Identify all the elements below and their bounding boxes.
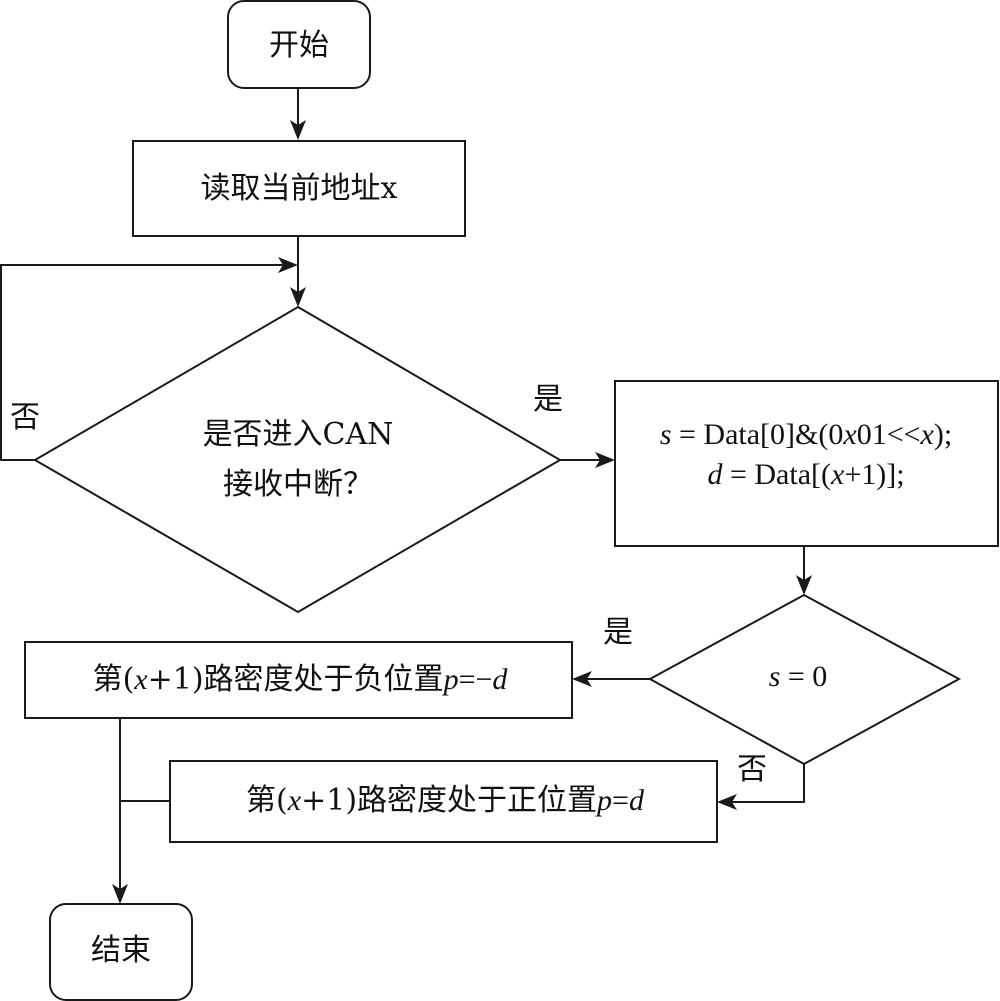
compute-line1: s = Data[0]&(0x01<<x); [659,418,953,451]
edge-label-can-yes: 是 [533,382,563,417]
arrowhead [572,671,592,687]
negative-position-shape [24,641,573,719]
can-check-line1: 是否进入CAN [202,417,394,452]
arrowhead [796,575,812,595]
compute-line2: d = Data[(x+1)]; [707,458,905,491]
edge-label-s-no: 否 [737,752,767,787]
arrowhead [595,452,615,468]
negative-position-node: 第(x+1)路密度处于负位置p=−d [92,662,508,697]
read-address-shape [132,140,466,237]
positive-position-node: 第(x+1)路密度处于正位置p=d [246,783,644,818]
edge-label-s-yes: 是 [603,615,633,650]
read-address-node: 读取当前地址x [200,171,398,206]
arrowhead [278,257,298,273]
edge-no-loop-back [0,264,286,461]
start-node: 开始 [269,28,329,63]
arrowhead [717,794,737,810]
compute-node: s = Data[0]&(0x01<<x); d = Data[(x+1)]; [660,415,952,495]
end-node: 结束 [91,933,151,968]
can-interrupt-check-node: 是否进入CAN 接收中断？ [203,410,394,510]
arrowhead [290,287,306,307]
end-node-shape [49,903,193,1001]
arrowhead [290,120,306,140]
can-check-line2: 接收中断？ [223,467,373,502]
arrowhead [112,884,128,904]
edge-label-can-no: 否 [10,400,40,435]
edge-s-no-to-positive [729,764,805,803]
compute-box-shape [614,380,999,547]
s-zero-check-node: s = 0 [768,660,828,693]
can-interrupt-diamond [33,305,562,614]
